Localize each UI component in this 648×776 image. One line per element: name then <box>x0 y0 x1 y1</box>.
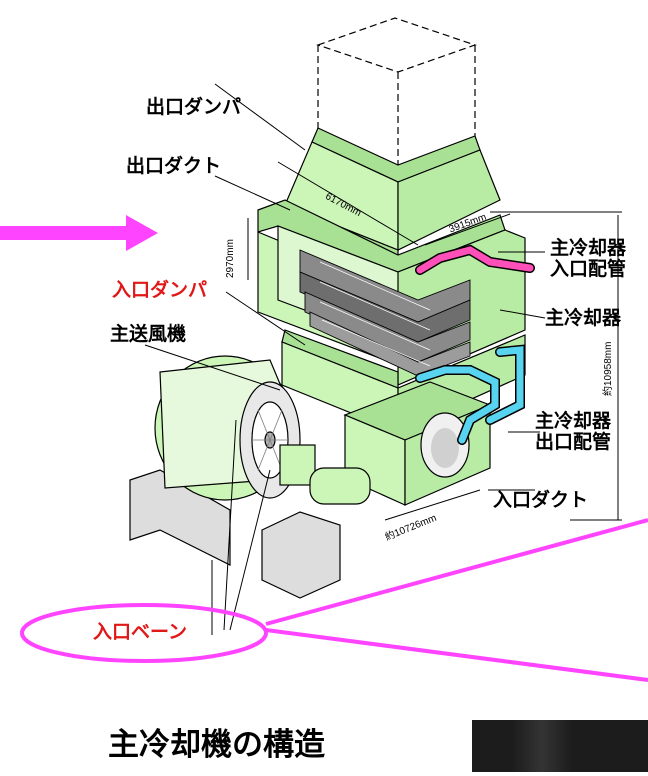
label-main-cooler: 主冷却器 <box>545 307 622 329</box>
label-outlet-duct: 出口ダクト <box>126 155 222 177</box>
photo-thumbnail <box>472 720 648 772</box>
cooler-coil-bank <box>299 249 471 377</box>
top-stack <box>316 17 477 175</box>
label-cooler-inlet-pipe-line1: 主冷却器 <box>550 237 627 259</box>
fan-motor <box>261 444 371 599</box>
photo-glare <box>512 720 572 772</box>
cooler-inlet-pipe <box>415 244 535 275</box>
label-inlet-vane: 入口ベーン <box>93 621 188 643</box>
label-cooler-outlet-pipe-line2: 出口配管 <box>535 431 612 454</box>
label-outlet-damper: 出口ダンパ <box>146 96 242 118</box>
label-main-fan: 主送風機 <box>110 323 187 345</box>
magenta-right-arrow-icon <box>0 215 158 251</box>
dimension-lines <box>144 83 622 635</box>
magenta-highlight-ellipse-icon <box>20 518 648 682</box>
label-cooler-inlet-pipe: 主冷却器 入口配管 <box>550 237 627 281</box>
label-inlet-damper: 入口ダンパ <box>112 279 208 301</box>
dimension-height-total: 約10958mm <box>603 341 614 396</box>
dimension-height-cooler: 2970mm <box>225 239 236 278</box>
label-cooler-outlet-pipe-line1: 主冷却器 <box>535 410 612 432</box>
cooler-outlet-pipe <box>415 344 525 445</box>
page-title: 主冷却機の構造 <box>108 727 325 763</box>
label-cooler-outlet-pipe: 主冷却器 出口配管 <box>535 410 612 454</box>
label-cooler-inlet-pipe-line2: 入口配管 <box>550 258 627 281</box>
label-inlet-duct: 入口ダクト <box>493 489 589 511</box>
